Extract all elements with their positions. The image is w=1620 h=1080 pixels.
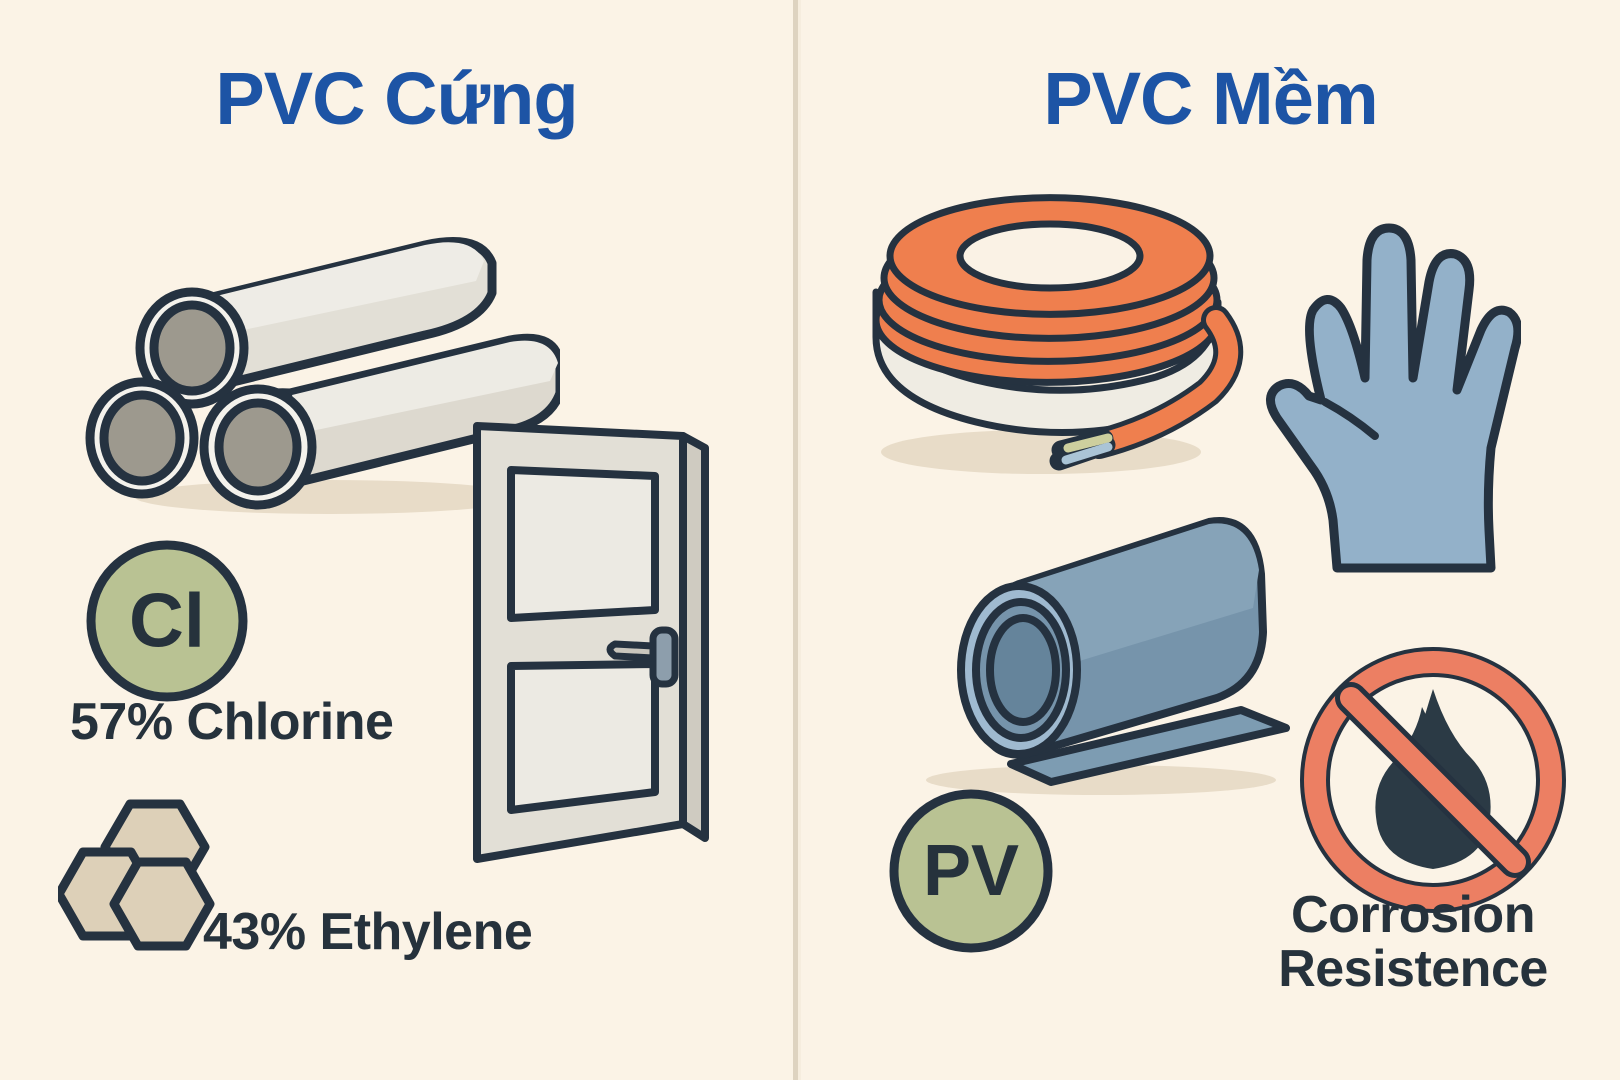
- panel-divider: [793, 0, 798, 1080]
- chlorine-caption: 57% Chlorine: [70, 693, 394, 751]
- pv-badge: PV: [889, 789, 1053, 953]
- panel-divider-highlight: [798, 0, 801, 1080]
- ethylene-caption: 43% Ethylene: [203, 903, 533, 961]
- chlorine-badge-symbol: Cl: [129, 579, 205, 664]
- ethylene-hexagons: [58, 799, 215, 951]
- page-title-left: PVC Cứng: [215, 57, 578, 140]
- no-fire-icon: [1300, 647, 1566, 913]
- pvc-pipes-illustration: [85, 237, 560, 514]
- vinyl-roll-illustration: [926, 517, 1290, 795]
- chlorine-badge: Cl: [86, 540, 248, 702]
- hexagon: [109, 857, 215, 951]
- page-title-right: PVC Mềm: [1043, 57, 1378, 140]
- glove-illustration: [1266, 223, 1521, 573]
- pvc-door-illustration: [473, 422, 709, 863]
- panel-flexible-pvc: PVC Mềm: [801, 0, 1620, 1080]
- cable-coil-illustration: [872, 194, 1244, 474]
- panel-rigid-pvc: PVC Cứng: [0, 0, 793, 1080]
- corrosion-caption: Corrosion Resistence: [1278, 886, 1548, 999]
- pv-badge-symbol: PV: [923, 831, 1019, 911]
